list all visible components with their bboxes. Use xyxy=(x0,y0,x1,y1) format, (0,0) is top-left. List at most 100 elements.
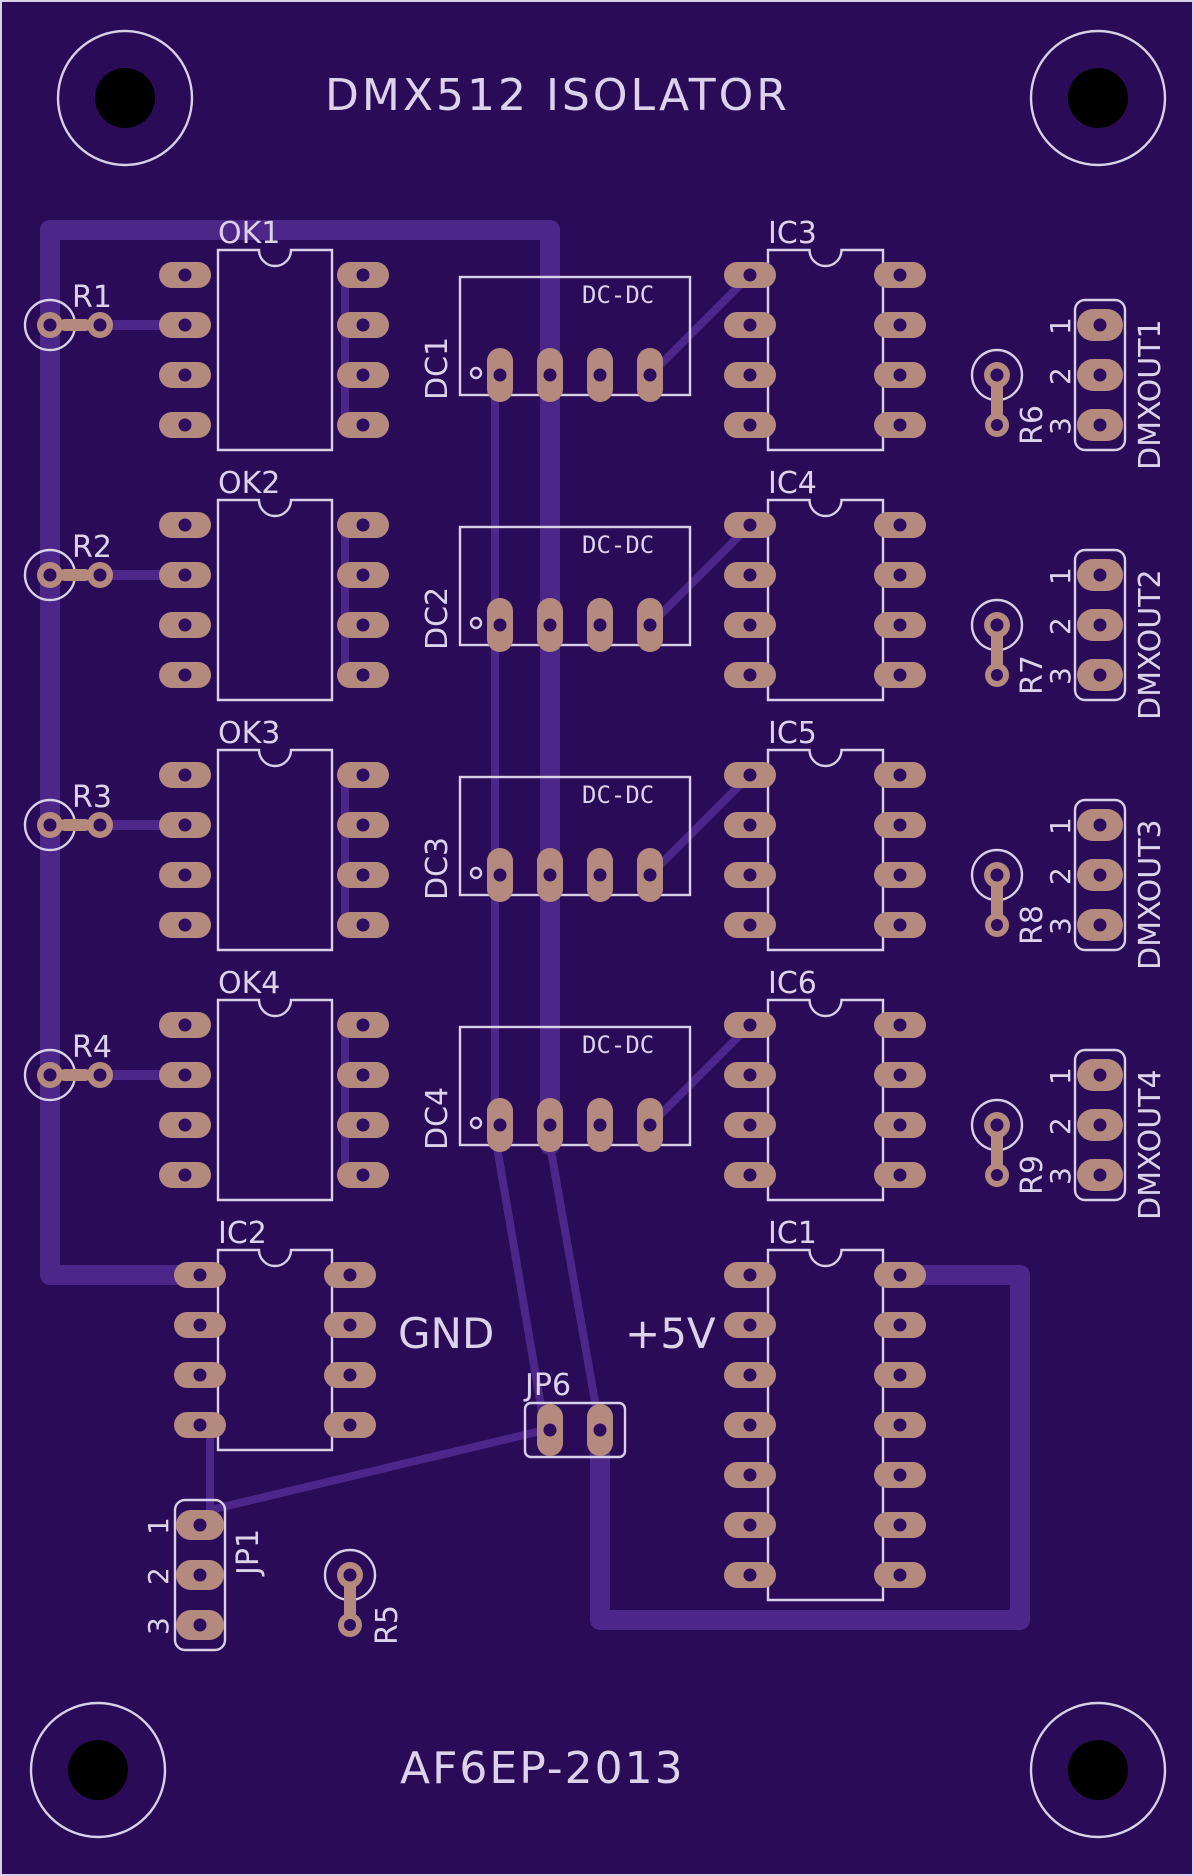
header-outline xyxy=(1073,548,1127,702)
driver-ic: IC3 xyxy=(724,216,926,452)
chip-label: OK4 xyxy=(218,966,280,1001)
header-pin xyxy=(1077,359,1123,391)
dcdc-pin xyxy=(587,598,613,652)
dcdc-pin xyxy=(537,848,563,902)
dcdc-pin xyxy=(487,598,513,652)
chip-pin xyxy=(724,562,776,588)
chip-pin xyxy=(874,912,926,938)
chip-pin xyxy=(724,262,776,288)
chip-pin xyxy=(874,1112,926,1138)
header-pin xyxy=(1077,559,1123,591)
header-outline xyxy=(173,1498,227,1652)
trace-vcc-loop xyxy=(590,1265,1030,1630)
dcdc-pin xyxy=(537,1098,563,1152)
chip-label: IC4 xyxy=(768,466,817,501)
chip-pin xyxy=(874,612,926,638)
output-resistor-label: R7 xyxy=(1015,655,1050,695)
chip-pin xyxy=(724,1262,776,1288)
chip-outline xyxy=(216,1248,334,1452)
chip-pin xyxy=(724,1362,776,1388)
header-pin-number: 3 xyxy=(142,1617,175,1635)
chip-pin xyxy=(159,1112,211,1138)
header-pin-number: 2 xyxy=(1044,867,1077,885)
chip-outline xyxy=(766,748,885,952)
optocoupler: OK2 xyxy=(159,466,389,702)
mount-drill xyxy=(1068,1740,1128,1800)
chip-pin xyxy=(724,862,776,888)
chip-pin xyxy=(724,1162,776,1188)
chip-pin xyxy=(724,662,776,688)
chip-pin xyxy=(337,512,389,538)
chip-pin xyxy=(337,412,389,438)
header-pin-number: 3 xyxy=(1044,917,1077,935)
dcdc-pin xyxy=(537,348,563,402)
header-pin xyxy=(1077,809,1123,841)
header-pin xyxy=(1077,309,1123,341)
jumper-pin xyxy=(587,1404,613,1456)
board-title: DMX512 ISOLATOR xyxy=(325,70,790,121)
dcdc-outline xyxy=(458,1025,692,1147)
chip-pin xyxy=(874,1012,926,1038)
chip-pin xyxy=(724,1062,776,1088)
chip-pin xyxy=(337,262,389,288)
chip-pin xyxy=(724,1562,776,1588)
chip-pin xyxy=(874,1362,926,1388)
input-resistor: R2 xyxy=(23,530,113,602)
chip-pin xyxy=(337,812,389,838)
mounting-holes xyxy=(29,29,1167,1839)
chip-pin xyxy=(337,562,389,588)
input-resistor: R3 xyxy=(23,780,113,852)
pin1-marker xyxy=(469,366,483,380)
trace-jp6-to-jp1 xyxy=(206,1426,549,1514)
chip-pin xyxy=(874,1262,926,1288)
header-pin-number: 1 xyxy=(1044,317,1077,335)
chip-pin xyxy=(724,512,776,538)
header-outline xyxy=(1073,1048,1127,1202)
chip-outline xyxy=(216,248,334,452)
header-pin xyxy=(1077,409,1123,441)
chip-outline xyxy=(216,998,334,1202)
dcdc-ref-label: DC2 xyxy=(420,587,455,650)
chip-pin xyxy=(724,762,776,788)
driver-ic: IC4 xyxy=(724,466,926,702)
chip-pin xyxy=(724,1462,776,1488)
chip-pin xyxy=(874,1062,926,1088)
dmx-output-label: DMXOUT1 xyxy=(1133,319,1168,470)
board-footer: AF6EP-2013 xyxy=(400,1743,685,1794)
dcdc-pin xyxy=(487,348,513,402)
chip-pin xyxy=(174,1412,226,1438)
mount-ring xyxy=(1029,29,1167,167)
dcdc-pin xyxy=(537,598,563,652)
input-resistor-label: R4 xyxy=(72,1030,112,1065)
mount-drill xyxy=(95,68,155,128)
chip-pin xyxy=(874,1462,926,1488)
dmx-output-label: DMXOUT3 xyxy=(1133,819,1168,970)
trace-dc-to-ic xyxy=(646,521,754,629)
chip-pin xyxy=(874,812,926,838)
chip-pin xyxy=(874,412,926,438)
chip-pin xyxy=(724,912,776,938)
chip-pin xyxy=(159,362,211,388)
chip-pin xyxy=(724,1512,776,1538)
driver-ic: IC5 xyxy=(724,716,926,952)
chip-label: IC2 xyxy=(218,1216,267,1251)
output-resistor-label: R8 xyxy=(1015,905,1050,945)
output-resistor-label: R6 xyxy=(1015,405,1050,445)
chip-outline xyxy=(766,998,885,1202)
jumper-outline xyxy=(523,1401,627,1459)
chip-pin xyxy=(337,312,389,338)
output-resistor-label: R9 xyxy=(1015,1155,1050,1195)
r5-resistor: R5 xyxy=(323,1548,405,1645)
ic1-chip: IC1 xyxy=(724,1216,926,1602)
chip-pin xyxy=(874,662,926,688)
header-pin xyxy=(1077,859,1123,891)
dcdc-pin xyxy=(587,348,613,402)
header-pin xyxy=(1077,1059,1123,1091)
chip-pin xyxy=(337,862,389,888)
dcdc-pin xyxy=(487,1098,513,1152)
dcdc-pin xyxy=(587,848,613,902)
